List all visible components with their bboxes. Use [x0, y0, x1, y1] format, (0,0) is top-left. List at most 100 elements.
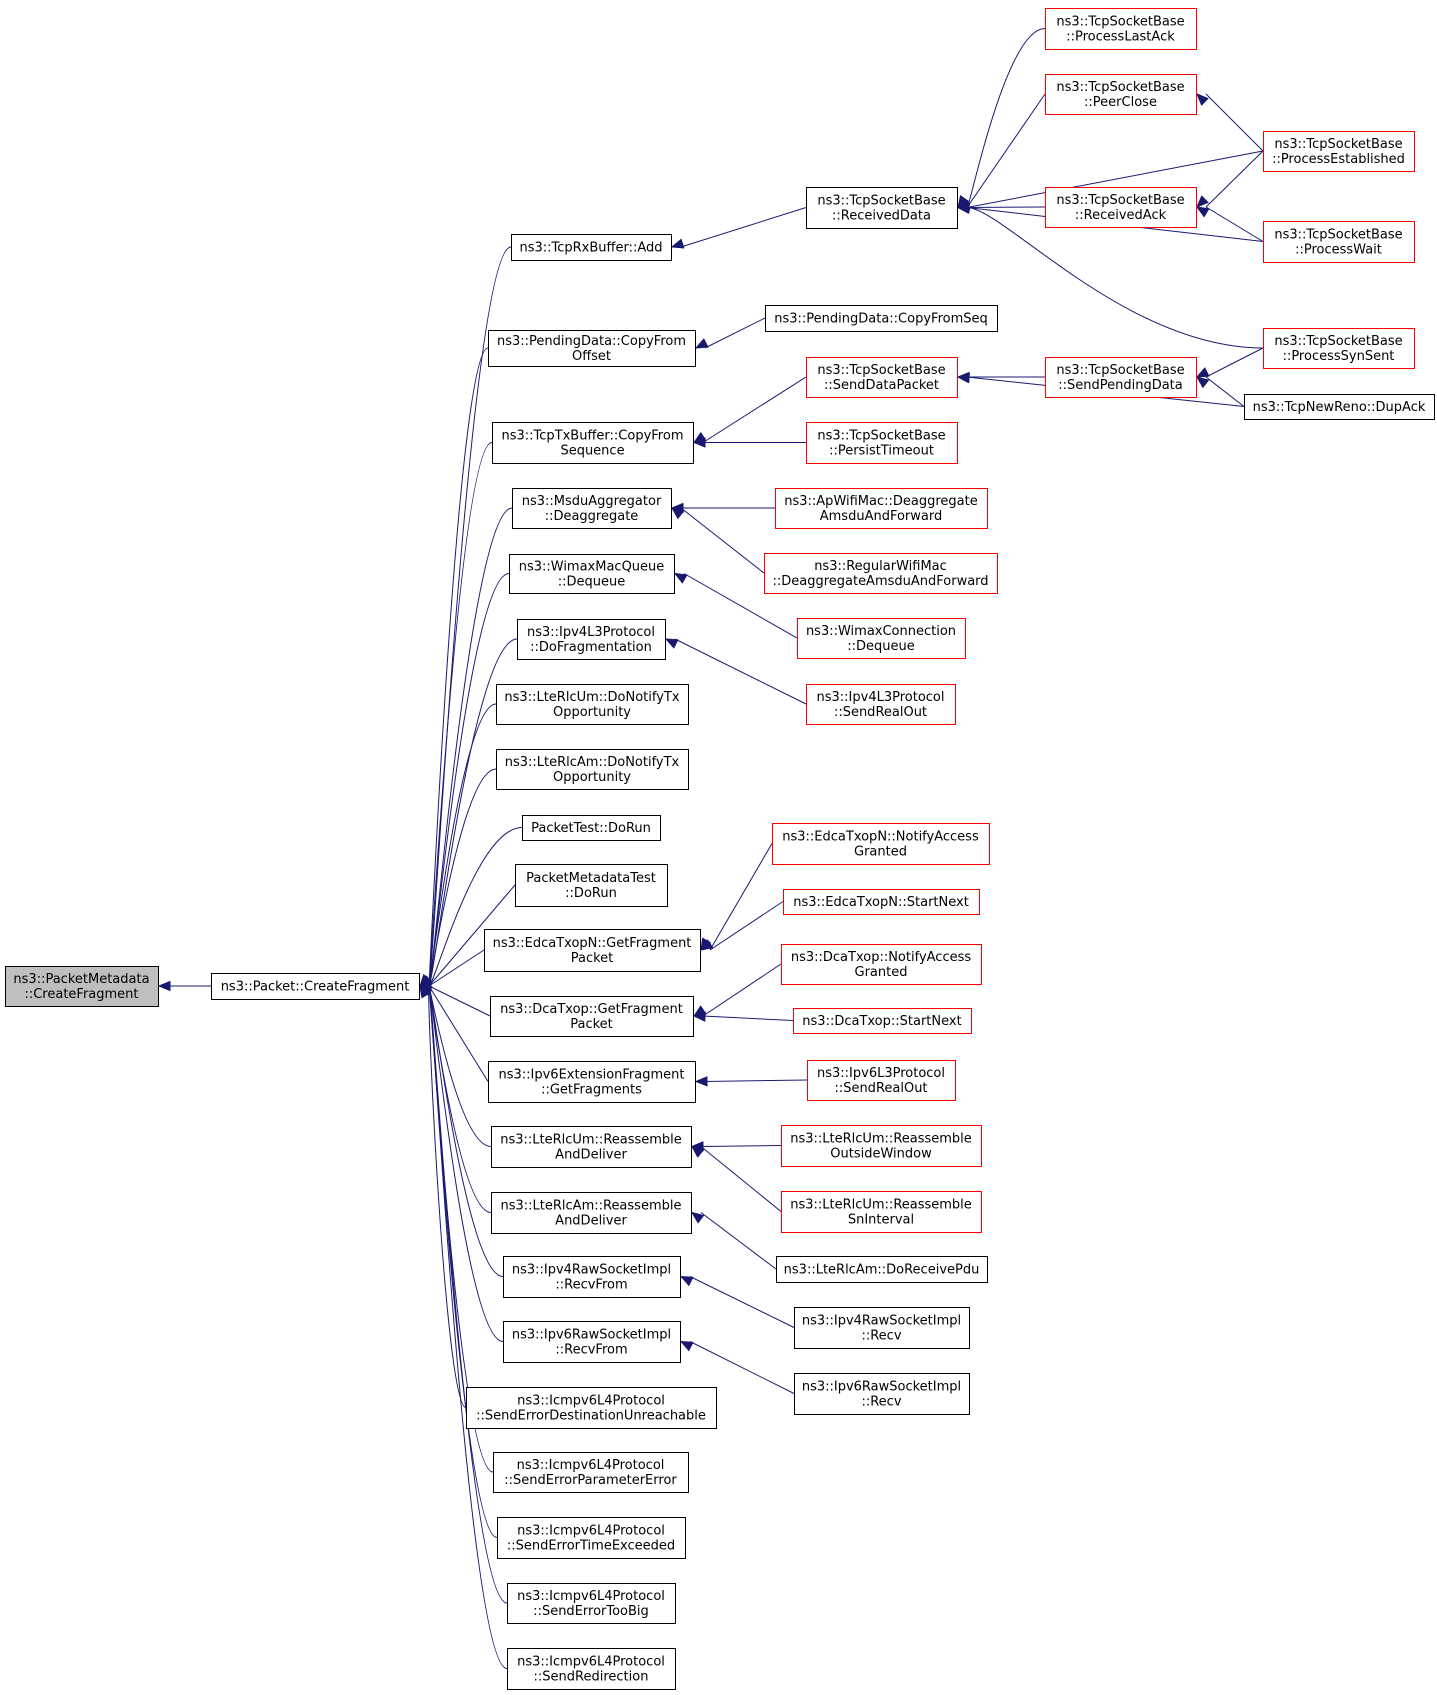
node-label: ns3::LteRlcAm::DoReceivePdu: [784, 1263, 980, 1278]
node-label: Opportunity: [553, 770, 631, 785]
node-box: [797, 618, 966, 659]
node-wimaxconn[interactable]: ns3::WimaxConnection::Dequeue: [797, 618, 966, 659]
node-recvdata[interactable]: ns3::TcpSocketBase::ReceivedData: [806, 187, 958, 229]
node-box: [488, 1061, 696, 1103]
node-waitst[interactable]: ns3::TcpSocketBase::ProcessWait: [1263, 221, 1415, 263]
node-root[interactable]: ns3::PacketMetadata::CreateFragment: [5, 966, 159, 1007]
node-icmpbig[interactable]: ns3::Icmpv6L4Protocol::SendErrorTooBig: [507, 1583, 676, 1624]
edge-waitst-to-recvack: [1195, 206, 1264, 242]
edge-line: [702, 376, 807, 443]
node-ptest[interactable]: PacketTest::DoRun: [522, 815, 661, 841]
node-icmpredir[interactable]: ns3::Icmpv6L4Protocol::SendRedirection: [507, 1648, 676, 1690]
node-box: [466, 1387, 717, 1429]
node-peerclose[interactable]: ns3::TcpSocketBase::PeerClose: [1045, 74, 1197, 115]
node-recvack[interactable]: ns3::TcpSocketBase::ReceivedAck: [1045, 187, 1197, 228]
node-ipv4rawrecv[interactable]: ns3::Ipv4RawSocketImpl::Recv: [794, 1307, 970, 1349]
node-lastack[interactable]: ns3::TcpSocketBase::ProcessLastAck: [1045, 8, 1197, 50]
node-synsent[interactable]: ns3::TcpSocketBase::ProcessSynSent: [1263, 328, 1415, 369]
node-label: ns3::LteRlcAm::Reassemble: [501, 1199, 682, 1214]
node-ipv6rawrecv[interactable]: ns3::Ipv6RawSocketImpl::Recv: [794, 1373, 970, 1415]
node-label: ns3::WimaxMacQueue: [519, 560, 665, 575]
node-box: [1263, 221, 1415, 263]
node-label: AndDeliver: [555, 1214, 627, 1229]
node-label: ns3::PendingData::CopyFrom: [497, 334, 686, 349]
edge-line: [702, 963, 782, 1017]
edge-ipv6extfrag-to-pcf: [419, 984, 489, 1082]
node-ipv6rawrf[interactable]: ns3::Ipv6RawSocketImpl::RecvFrom: [503, 1321, 681, 1363]
node-ipv4sendreal[interactable]: ns3::Ipv4L3Protocol::SendRealOut: [806, 684, 956, 725]
node-label: ::GetFragments: [541, 1083, 642, 1098]
node-label: ::SendDataPacket: [824, 378, 939, 393]
node-box: [764, 553, 998, 594]
edge-senddatapkt-to-txcopy: [692, 376, 807, 444]
edge-rlcamrecv-to-rlcamreas: [690, 1211, 777, 1270]
node-wimaxq[interactable]: ns3::WimaxMacQueue::Dequeue: [509, 554, 675, 594]
edge-regwifi-to-msdu: [670, 507, 765, 574]
node-label: Granted: [855, 965, 908, 980]
node-edcastart[interactable]: ns3::EdcaTxopN::StartNext: [783, 889, 980, 915]
node-label: ns3::Packet::CreateFragment: [221, 980, 410, 995]
node-established[interactable]: ns3::TcpSocketBase::ProcessEstablished: [1263, 131, 1415, 172]
node-rxadd[interactable]: ns3::TcpRxBuffer::Add: [511, 234, 672, 261]
node-label: Packet: [570, 1017, 613, 1032]
node-box: [807, 1060, 956, 1101]
node-regwifi[interactable]: ns3::RegularWifiMac::DeaggregateAmsduAnd…: [764, 553, 998, 594]
edge-line: [428, 985, 504, 1342]
node-pdcopyseq[interactable]: ns3::PendingData::CopyFromSeq: [765, 305, 998, 332]
arrowhead-icon: [692, 437, 706, 448]
edge-line: [428, 985, 508, 1669]
edge-line: [1205, 376, 1245, 407]
edge-line: [704, 1079, 808, 1082]
node-ipv4rawrf[interactable]: ns3::Ipv4RawSocketImpl::RecvFrom: [503, 1256, 681, 1298]
node-label: ns3::TcpSocketBase: [817, 194, 945, 209]
node-senddatapkt[interactable]: ns3::TcpSocketBase::SendDataPacket: [806, 357, 958, 398]
node-ipv6extfrag[interactable]: ns3::Ipv6ExtensionFragment::GetFragments: [488, 1061, 696, 1103]
node-ipv4frag[interactable]: ns3::Ipv4L3Protocol::DoFragmentation: [517, 619, 666, 660]
node-box: [509, 554, 675, 594]
node-label: OutsideWindow: [830, 1147, 932, 1162]
node-icmptime[interactable]: ns3::Icmpv6L4Protocol::SendErrorTimeExce…: [497, 1517, 686, 1559]
node-apwifi[interactable]: ns3::ApWifiMac::DeaggregateAmsduAndForwa…: [775, 488, 988, 529]
node-rlcamrecv[interactable]: ns3::LteRlcAm::DoReceivePdu: [776, 1256, 988, 1283]
edge-line: [428, 985, 498, 1538]
arrowhead-icon: [1195, 376, 1210, 389]
node-pcf[interactable]: ns3::Packet::CreateFragment: [211, 973, 420, 1000]
node-label: ::ProcessLastAck: [1066, 30, 1175, 45]
node-label: ns3::EdcaTxopN::GetFragment: [493, 936, 692, 951]
node-pmtest[interactable]: PacketMetadataTest::DoRun: [515, 864, 668, 907]
node-dcastart[interactable]: ns3::DcaTxop::StartNext: [793, 1008, 972, 1034]
node-label: ns3::TcpSocketBase: [1056, 15, 1184, 30]
node-label: Sequence: [560, 444, 624, 459]
node-dupack[interactable]: ns3::TcpNewReno::DupAck: [1244, 394, 1435, 420]
node-label: ns3::Icmpv6L4Protocol: [517, 1394, 665, 1409]
node-msdu[interactable]: ns3::MsduAggregator::Deaggregate: [512, 488, 672, 529]
node-sendpending[interactable]: ns3::TcpSocketBase::SendPendingData: [1045, 357, 1197, 398]
node-persist[interactable]: ns3::TcpSocketBase::PersistTimeout: [806, 422, 958, 464]
edge-line: [966, 150, 1264, 208]
node-icmpparam[interactable]: ns3::Icmpv6L4Protocol::SendErrorParamete…: [493, 1452, 689, 1493]
node-box: [1045, 74, 1197, 115]
edge-line: [704, 317, 766, 349]
node-label: ::Recv: [861, 1329, 901, 1344]
node-box: [490, 996, 694, 1037]
node-icmpdest[interactable]: ns3::Icmpv6L4Protocol::SendErrorDestinat…: [466, 1387, 717, 1429]
edge-line: [428, 985, 489, 1082]
node-ipv6sendreal[interactable]: ns3::Ipv6L3Protocol::SendRealOut: [807, 1060, 956, 1101]
edge-line: [1205, 347, 1264, 378]
arrowhead-icon: [690, 1211, 705, 1224]
node-label: ::Dequeue: [847, 639, 915, 654]
node-box: [503, 1256, 681, 1298]
